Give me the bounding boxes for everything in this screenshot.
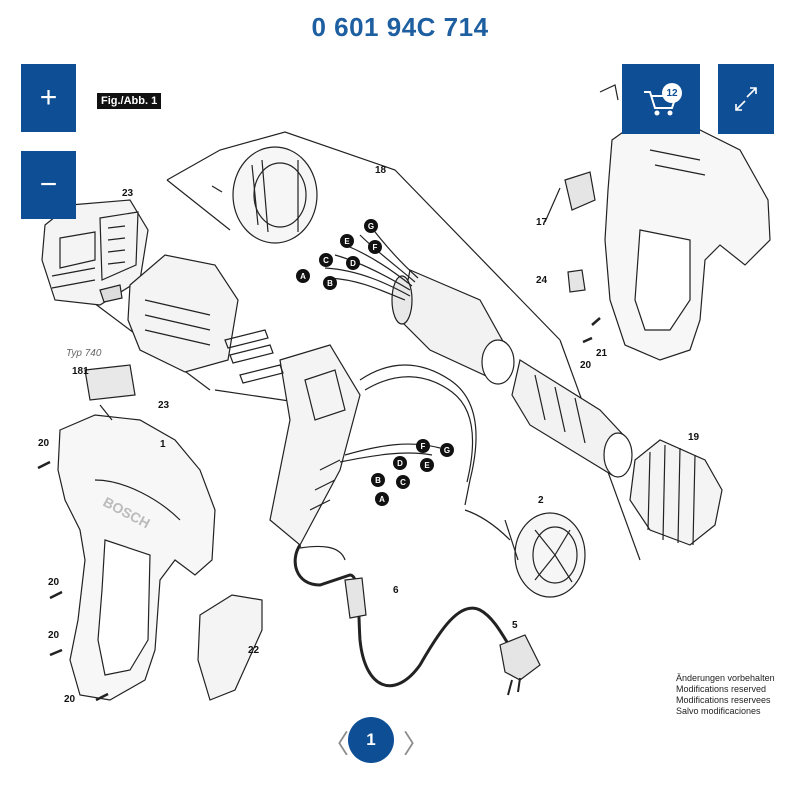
part-label-6: 6 [393, 585, 399, 596]
part-label-17: 17 [536, 217, 548, 228]
wire-connectors-lower: A B C D E F G [371, 439, 454, 506]
type-label: Typ 740 [66, 348, 102, 359]
chevron-left-icon[interactable]: 〈 [323, 729, 350, 759]
part-label-181: 181 [72, 366, 89, 377]
svg-text:F: F [373, 243, 378, 252]
collapse-view-button[interactable] [718, 64, 774, 134]
figure-label: Fig./Abb. 1 [97, 93, 162, 109]
svg-text:C: C [400, 478, 406, 487]
plus-icon: + [39, 81, 58, 114]
cart-count-badge: 12 [662, 83, 682, 103]
modifications-notice: Änderungen vorbehalten Modifications res… [676, 673, 775, 716]
current-page-indicator[interactable]: 1 [348, 717, 394, 763]
part-label-24: 24 [536, 275, 548, 286]
part-label-2: 2 [538, 495, 544, 506]
cart-button[interactable]: 12 [622, 64, 700, 134]
svg-text:G: G [444, 446, 450, 455]
zoom-out-button[interactable]: − [21, 151, 76, 219]
wire-connectors-upper: A B C D E F G [296, 219, 382, 290]
pagination: 〈 1 〉 [0, 716, 800, 776]
svg-text:D: D [350, 259, 356, 268]
part-label-22: 22 [248, 645, 260, 656]
page-title: 0 601 94C 714 [311, 12, 489, 42]
part-label-20: 20 [580, 360, 592, 371]
svg-text:E: E [344, 237, 350, 246]
part-label-1: 1 [160, 439, 166, 450]
part-number-labels: 1 2 5 6 17 18 19 20 20 20 20 20 21 22 23… [38, 165, 700, 705]
svg-text:D: D [397, 459, 403, 468]
part-label-19: 19 [688, 432, 700, 443]
part-label-5: 5 [512, 620, 518, 631]
svg-text:F: F [421, 442, 426, 451]
minus-icon: − [39, 168, 58, 201]
zoom-in-button[interactable]: + [21, 64, 76, 132]
svg-text:A: A [379, 495, 385, 504]
part-label-20: 20 [48, 630, 60, 641]
part-label-23: 23 [158, 400, 170, 411]
svg-text:E: E [424, 461, 430, 470]
svg-text:G: G [368, 222, 374, 231]
part-label-23: 23 [122, 188, 134, 199]
part-label-20: 20 [38, 438, 50, 449]
svg-text:A: A [300, 272, 306, 281]
svg-text:B: B [375, 476, 381, 485]
part-label-21: 21 [596, 348, 608, 359]
collapse-arrows-icon [735, 87, 757, 111]
part-label-18: 18 [375, 165, 387, 176]
part-label-20: 20 [48, 577, 60, 588]
svg-text:B: B [327, 279, 333, 288]
svg-text:C: C [323, 256, 329, 265]
shopping-cart-icon [644, 91, 678, 116]
part-label-20: 20 [64, 694, 76, 705]
chevron-right-icon[interactable]: 〉 [403, 729, 430, 759]
